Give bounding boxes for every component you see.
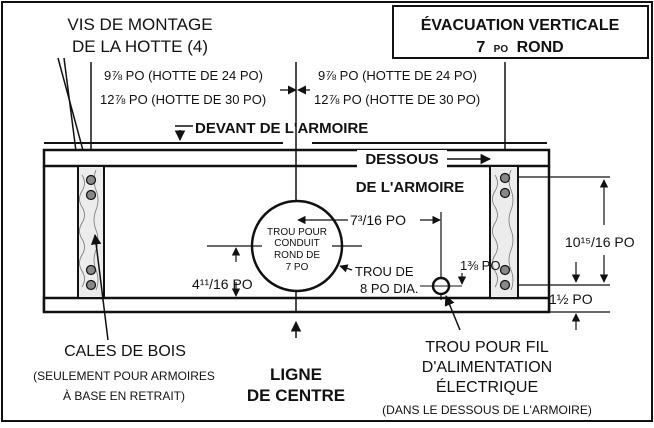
- wire-hole-label3: ÉLECTRIQUE: [436, 377, 538, 396]
- recessed-note-1: (SEULEMENT POUR ARMOIRES: [33, 369, 215, 383]
- hole-8-label2: 8 PO DIA.: [360, 281, 419, 296]
- recessed-note-2: À BASE EN RETRAIT): [63, 388, 185, 403]
- wire-hole-note: (DANS LE DESSOUS DE L'ARMOIRE): [382, 403, 592, 417]
- wire-hole-label2: D'ALIMENTATION: [422, 359, 552, 376]
- wood-shims-label: CALES DE BOIS: [64, 343, 186, 360]
- duct-hole: TROU POUR CONDUIT ROND DE 7 PO: [207, 199, 362, 293]
- duct-label-3: ROND DE: [274, 250, 320, 261]
- front-cabinet-label: DEVANT DE L'ARMOIRE: [195, 120, 368, 137]
- mounting-screws: [85, 172, 511, 291]
- screws-label-line2: DE LA HOTTE (4): [72, 37, 208, 56]
- under-cabinet-line2: DE L'ARMOIRE: [356, 179, 465, 196]
- wire-hole-label1: TROU POUR FIL: [425, 339, 549, 356]
- wire-hole-leader: [444, 295, 461, 331]
- dim-1-3-8: 1⅜ PO: [460, 258, 500, 273]
- wood-shim-right: [489, 165, 519, 299]
- dim-7-3-16: 7³/16 PO: [350, 212, 406, 228]
- screws-label-line1: VIS DE MONTAGE: [67, 15, 212, 34]
- dim-10-15-16: 10¹⁵/16 PO: [565, 234, 635, 250]
- duct-label-4: 7 PO: [286, 262, 309, 273]
- title-box: ÉVACUATION VERTICALE 7 PO ROND: [392, 5, 649, 59]
- dim-right-30: 12⅞ PO (HOTTE DE 30 PO): [314, 92, 480, 107]
- title-line2: 7 PO ROND: [476, 39, 563, 56]
- center-line-label2: DE CENTRE: [247, 386, 345, 405]
- center-line-label1: LIGNE: [270, 365, 322, 384]
- dim-right-24: 9⅞ PO (HOTTE DE 24 PO): [318, 68, 477, 83]
- wood-shims-leader: [90, 233, 109, 341]
- under-label-bg: [357, 150, 447, 168]
- duct-label-1: TROU POUR: [267, 227, 327, 238]
- hole-8-leader: [339, 264, 353, 273]
- hole-8-label1: TROU DE: [355, 264, 414, 279]
- dim-1-1-2: 1½ PO: [549, 291, 593, 307]
- dim-left-24: 9⅞ PO (HOTTE DE 24 PO): [104, 68, 263, 83]
- under-cabinet-line1: DESSOUS: [365, 151, 438, 168]
- dim-left-30: 12⅞ PO (HOTTE DE 30 PO): [100, 92, 266, 107]
- title-line1: ÉVACUATION VERTICALE: [421, 15, 620, 34]
- dim-4-11-16: 4¹¹/16 PO: [192, 276, 253, 292]
- duct-label-2: CONDUIT: [274, 238, 320, 249]
